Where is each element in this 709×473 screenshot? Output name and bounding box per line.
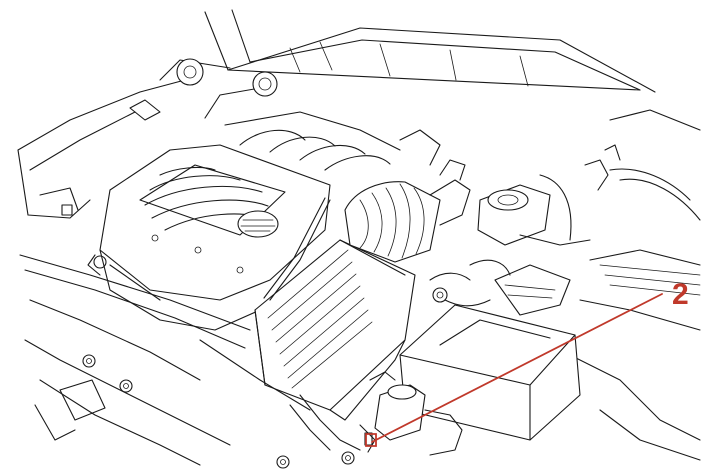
callout-2: 2	[365, 278, 689, 447]
air-filter-box	[254, 239, 416, 421]
intake-manifold	[129, 58, 401, 171]
hood-and-cowl	[17, 9, 701, 171]
intake-hose	[344, 129, 471, 263]
callout-2-target-marker	[365, 433, 377, 447]
engine-cover	[87, 144, 331, 331]
brake-fluid-reservoir	[477, 174, 591, 246]
callout-2-label: 2	[672, 278, 689, 311]
lower-pump-assembly	[289, 371, 463, 456]
callout-2-leader-line	[371, 293, 663, 443]
cables-and-rods	[199, 197, 511, 411]
fastener-bolts	[82, 287, 448, 469]
battery	[399, 264, 581, 441]
left-fender	[17, 149, 251, 466]
